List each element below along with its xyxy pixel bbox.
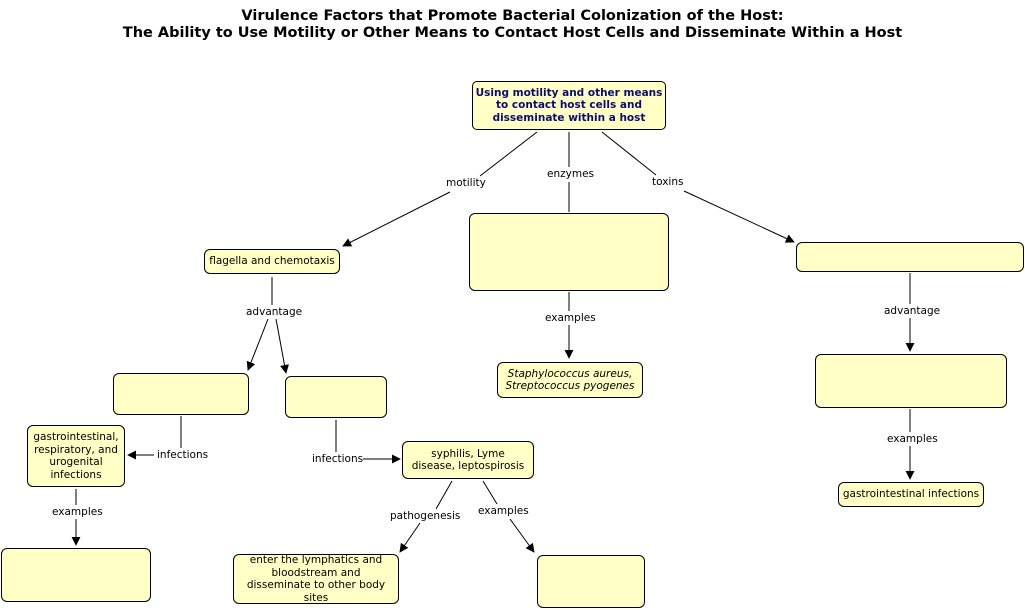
node-advantage-left-a-blank[interactable] <box>113 373 249 415</box>
diagram-title-line-2: The Ability to Use Motility or Other Mea… <box>122 25 903 41</box>
node-toxin-advantage-blank[interactable] <box>815 354 1007 408</box>
node-enzymes-blank[interactable] <box>469 213 669 291</box>
node-lymphatics-bloodstream[interactable]: enter the lymphatics and bloodstream and… <box>233 554 399 604</box>
line-syphilis-examples <box>482 480 498 505</box>
node-staph-strep[interactable]: Staphylococcus aureus, Streptococcus pyo… <box>497 362 643 398</box>
node-toxins-blank[interactable] <box>796 242 1024 272</box>
arrow-pathogenesis-lymphatics <box>399 522 421 553</box>
arrow-toxins-box <box>683 190 795 243</box>
arrow-motility-flagella <box>342 191 451 247</box>
line-syphilis-pathogenesis <box>435 480 453 510</box>
link-label-examples-right: examples <box>887 433 938 446</box>
node-root[interactable]: Using motility and other means to contac… <box>472 81 666 130</box>
line-root-motility <box>479 131 538 177</box>
link-label-enzymes: enzymes <box>547 168 594 181</box>
arrow-advantage-left-a <box>246 318 269 371</box>
node-syphilis-lyme-leptospirosis[interactable]: syphilis, Lyme disease, leptospirosis <box>402 441 534 479</box>
node-gastrointestinal-infections[interactable]: gastrointestinal infections <box>838 482 984 507</box>
link-label-pathogenesis: pathogenesis <box>390 510 461 523</box>
link-label-infections-left: infections <box>157 449 209 462</box>
link-label-motility: motility <box>446 177 486 190</box>
line-root-toxins <box>601 131 657 176</box>
link-label-advantage-right: advantage <box>884 305 941 318</box>
diagram-title-line-1: Virulence Factors that Promote Bacterial… <box>241 8 784 24</box>
node-syphilis-example-blank[interactable] <box>537 555 645 608</box>
link-label-advantage-left: advantage <box>246 306 303 319</box>
node-advantage-left-b-blank[interactable] <box>285 376 387 418</box>
link-label-examples-gi: examples <box>52 506 103 519</box>
link-label-examples-enzymes: examples <box>545 312 596 325</box>
node-gi-resp-example-blank[interactable] <box>1 548 151 602</box>
node-flagella-chemotaxis[interactable]: flagella and chemotaxis <box>204 249 340 274</box>
link-label-examples-syphilis: examples <box>478 505 529 518</box>
link-label-infections-mid: infections <box>312 453 364 466</box>
node-gi-respiratory-urogenital[interactable]: gastrointestinal, respiratory, and uroge… <box>27 425 125 487</box>
arrow-advantage-left-b <box>275 318 289 374</box>
arrow-examples-syphilis-example <box>509 518 535 553</box>
link-label-toxins: toxins <box>652 176 684 189</box>
